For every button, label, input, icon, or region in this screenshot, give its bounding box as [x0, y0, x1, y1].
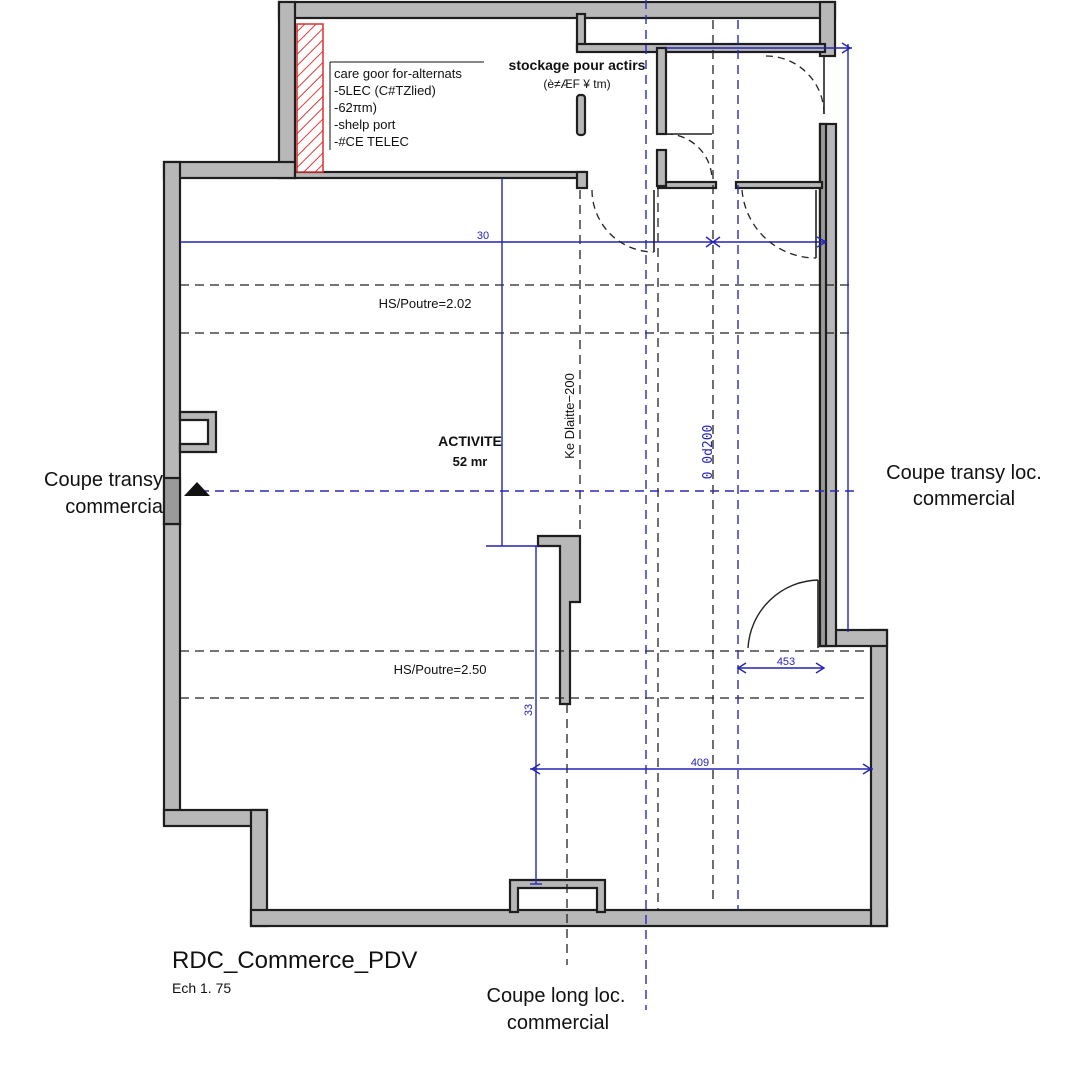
vertical-right-label: 0 0d200 [701, 425, 716, 480]
storage-note-3: -62πm) [334, 100, 377, 115]
storage-note-2: -5LEC (C#TZlied) [334, 83, 436, 98]
beam-height-upper: HS/Poutre=2.02 [379, 296, 472, 311]
dim-bottom-arrow-b [862, 763, 873, 775]
section-marker-icon [184, 482, 210, 496]
dimension-lines [180, 42, 873, 885]
wall-notch-vertical [249, 808, 269, 928]
storage-subtitle: (è≠ÆF ¥ tm) [543, 77, 610, 91]
wall-storage-left [277, 0, 297, 180]
section-left-line-2: commercia [65, 496, 164, 518]
wall-storage-inner-d [655, 148, 668, 188]
beam-lines [180, 20, 871, 965]
room-name: ACTIVITE [438, 433, 502, 449]
storage-title: stockage pour actirs [509, 57, 646, 73]
section-bottom-line-1: Coupe long loc. [487, 985, 626, 1007]
vertical-center-label: Ke Dlaitte−200 [562, 373, 577, 459]
section-lines [200, 0, 858, 1010]
wall-storage-right [818, 0, 837, 58]
wall-main-left-lower [162, 522, 182, 826]
section-bottom-line-2: commercial [507, 1012, 609, 1034]
door-arc-right-lower [747, 579, 819, 649]
wall-partition-left [293, 170, 587, 180]
walls [162, 0, 889, 928]
plan-title: RDC_Commerce_PDV [172, 947, 417, 974]
plan-scale: Ech 1. 75 [172, 980, 231, 996]
wall-storage-inner-c [655, 46, 668, 136]
storage-shelf [575, 93, 587, 137]
hatched-panel [296, 23, 324, 173]
wall-partition-jamb [575, 170, 589, 190]
storage-note-5: -#CE TELEC [334, 134, 409, 149]
section-right-line-1: Coupe transy loc. [886, 462, 1042, 484]
section-right-line-2: commercial [913, 488, 1015, 510]
door-arc-storage [765, 55, 825, 115]
wall-partition-far [734, 180, 824, 190]
dim-bottom-width-label: 409 [691, 757, 709, 769]
wall-main-left-upper [162, 160, 182, 526]
storage-note-1: care goor for-alternats [334, 66, 462, 81]
dim-vertical-left-label: 33 [523, 704, 535, 716]
dim-gap-arrow-b [815, 662, 826, 674]
storage-note-4: -shelp port [334, 117, 396, 132]
wall-right-lower [869, 628, 889, 928]
wall-central-partition [536, 534, 582, 706]
dim-top-arrow-b [711, 236, 721, 248]
wall-left-jamb [162, 476, 182, 526]
dim-right-gap-label: 453 [777, 656, 795, 668]
wall-step-left [162, 160, 297, 180]
wall-left-niche [178, 410, 218, 454]
dim-gap-arrow-a [736, 662, 747, 674]
wall-main-right-inner [818, 122, 828, 648]
door-arc-partition-left [591, 189, 655, 253]
wall-bottom-niche [508, 878, 607, 914]
dim-top-arrow-c [816, 236, 828, 248]
dim-right-top-arrow [841, 42, 852, 54]
door-arc-small [665, 133, 713, 181]
door-arc-partition-right [741, 189, 817, 259]
dim-top-width-label: 30 [477, 230, 489, 242]
wall-bottom [249, 908, 889, 928]
dim-bottom-arrow-a [530, 763, 541, 775]
beam-height-lower: HS/Poutre=2.50 [394, 662, 487, 677]
wall-storage-top [277, 0, 837, 20]
section-left-line-1: Coupe transy [44, 469, 163, 491]
doors [591, 55, 825, 649]
room-area: 52 mr [453, 454, 488, 469]
